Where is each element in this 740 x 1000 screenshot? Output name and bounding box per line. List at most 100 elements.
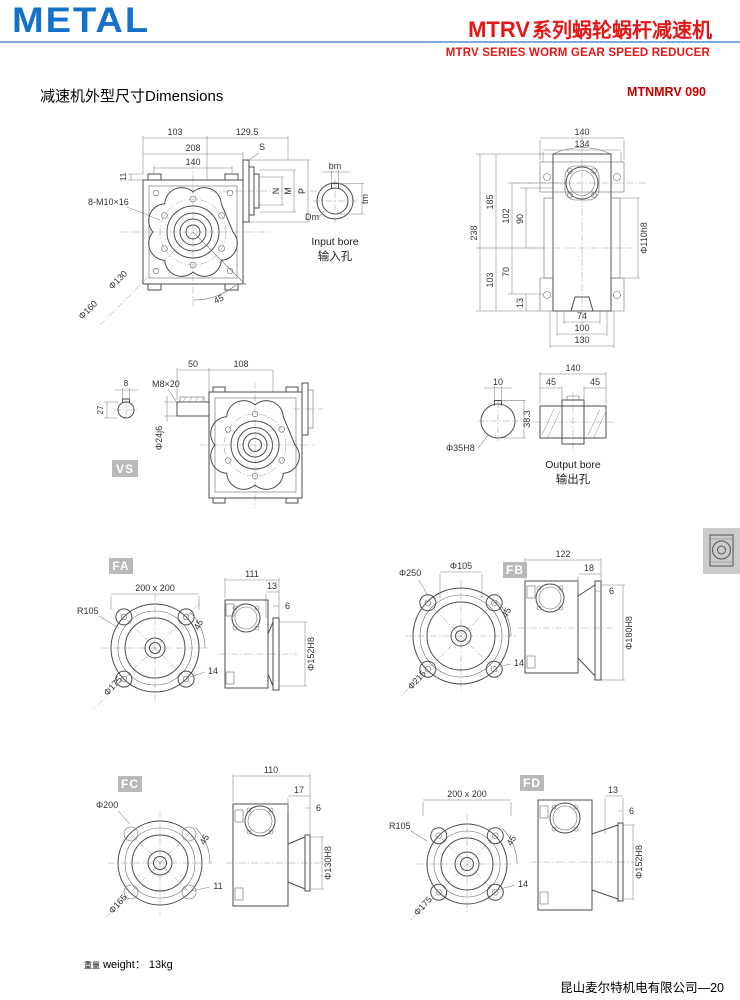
dim-90: 90 <box>515 214 525 224</box>
dim-dia160: Φ160 <box>76 298 99 321</box>
product-thumbnail-drawing <box>709 534 734 567</box>
fd-dim-r105: R105 <box>389 821 411 831</box>
dim-50: 50 <box>188 359 198 369</box>
dim-129-5: 129.5 <box>236 127 259 137</box>
dim-tm: tm <box>360 194 370 204</box>
weight-note: 重量 weight： 13kg <box>84 956 173 972</box>
dim-27: 27 <box>96 405 105 414</box>
dim-dia24: Φ24j6 <box>154 426 164 450</box>
dim-108: 108 <box>233 359 248 369</box>
bolt-spec-label: 8-M10×16 <box>88 197 129 207</box>
fb-flange-drawing: FB Φ250 Φ105 Φ215 45 14 122 18 6 Φ180H8 <box>399 549 634 697</box>
fa-tag: FA <box>112 559 129 573</box>
fa-dim-13: 13 <box>267 581 277 591</box>
fa-flange-drawing: FA 200 x 200 R105 Φ175 45 14 111 13 6 Φ1… <box>77 558 316 711</box>
fd-flange-drawing: FD 200 x 200 R105 Φ175 45 14 13 6 Φ152H8 <box>389 775 644 921</box>
fa-dim-111: 111 <box>245 569 259 579</box>
dim-s: S <box>259 142 265 152</box>
output-bore-caption-en: Output bore <box>545 459 601 471</box>
weight-label-en: weight： <box>103 959 146 971</box>
fb-dim-14: 14 <box>514 658 524 668</box>
output-bore-drawing: 10 Φ35H8 38.3 140 45 45 Output bore 输出孔 <box>446 363 614 486</box>
vs-tag: VS <box>116 462 134 476</box>
fb-dim-122: 122 <box>555 549 570 559</box>
dim-185: 185 <box>485 194 495 209</box>
dim-8: 8 <box>124 379 129 388</box>
dim-dm: Dm <box>305 212 319 222</box>
dim-100: 100 <box>574 323 589 333</box>
fb-dim-6: 6 <box>609 586 614 596</box>
dim-38-3: 38.3 <box>522 410 532 428</box>
dim-10: 10 <box>493 377 503 387</box>
fa-dim-square: 200 x 200 <box>135 583 175 593</box>
dim-208: 208 <box>185 143 200 153</box>
model-number: MTNMRV 090 <box>627 85 706 99</box>
fb-dim-dia215: Φ215 <box>406 668 428 691</box>
dim-140: 140 <box>185 157 200 167</box>
input-bore-caption-en: Input bore <box>311 236 358 248</box>
fd-dim-square: 200 x 200 <box>447 789 487 799</box>
header-divider <box>0 41 740 43</box>
dim-45-right: 45 <box>590 377 600 387</box>
fa-dim-r105: R105 <box>77 606 99 616</box>
fc-dim-110: 110 <box>264 765 278 775</box>
output-bore-caption-cn: 输出孔 <box>556 472 591 486</box>
dim-130: 130 <box>574 335 589 345</box>
input-bore-caption-cn: 输入孔 <box>318 249 353 263</box>
fd-dim-dia175: Φ175 <box>412 894 434 917</box>
dim-dia35: Φ35H8 <box>446 443 475 453</box>
dim-dia110: Φ110h8 <box>639 222 649 254</box>
fc-flange-drawing: FC Φ200 Φ165 45 11 110 17 6 Φ130H8 <box>96 765 333 920</box>
fa-dim-dia152: Φ152H8 <box>306 637 316 671</box>
fc-tag: FC <box>121 777 139 791</box>
dim-103: 103 <box>167 127 182 137</box>
front-view-drawing: 103 129.5 208 140 11 8-M10×16 S N M P Φ1… <box>76 127 370 326</box>
fd-dim-14: 14 <box>518 879 528 889</box>
dim-45-left: 45 <box>546 377 556 387</box>
fa-dim-45: 45 <box>192 618 206 632</box>
product-thumbnail <box>703 528 740 574</box>
dim-238: 238 <box>469 225 479 240</box>
dim-m: M <box>283 187 293 195</box>
fb-dim-dia180: Φ180H8 <box>624 616 634 650</box>
dim-134: 134 <box>574 139 589 149</box>
dim-103: 103 <box>485 272 495 287</box>
fc-dim-11: 11 <box>213 881 222 891</box>
dim-70: 70 <box>501 267 511 277</box>
fc-dim-45: 45 <box>198 833 212 847</box>
dim-74: 74 <box>577 311 587 321</box>
dim-dia130: Φ130 <box>106 268 129 291</box>
dim-140: 140 <box>574 127 589 137</box>
metal-logo: METAL <box>12 1 151 41</box>
fa-dim-14: 14 <box>208 666 218 676</box>
fb-tag: FB <box>506 563 524 577</box>
fc-dim-dia130: Φ130H8 <box>323 846 333 880</box>
fa-dim-6: 6 <box>285 601 290 611</box>
fb-dim-dia105: Φ105 <box>450 561 472 571</box>
fc-dim-6: 6 <box>316 803 321 813</box>
fd-tag: FD <box>523 776 541 790</box>
weight-label-cn: 重量 <box>84 961 100 970</box>
fc-dim-dia165: Φ165 <box>107 892 129 915</box>
vs-view-drawing: VS 8 27 M8×20 50 108 Φ24j6 <box>96 359 323 508</box>
weight-value: 13kg <box>148 959 173 971</box>
company-footer: 昆山麦尔特机电有限公司—20 <box>560 981 724 995</box>
series-brand: MTRV <box>468 17 530 42</box>
fb-dim-dia250: Φ250 <box>399 568 421 578</box>
series-title-cn-text: 系列蜗轮蜗杆减速机 <box>532 20 712 42</box>
dim-p: P <box>297 188 307 194</box>
fc-dim-17: 17 <box>294 785 304 795</box>
dim-140: 140 <box>565 363 580 373</box>
section-title: 减速机外型尺寸Dimensions <box>40 88 224 105</box>
dim-angle45: 45 <box>212 293 225 306</box>
thread-label: M8×20 <box>152 379 180 389</box>
fb-dim-18: 18 <box>584 563 594 573</box>
dim-11: 11 <box>119 172 128 181</box>
dim-13: 13 <box>515 298 525 308</box>
fc-dim-dia200: Φ200 <box>96 800 118 810</box>
dim-n: N <box>271 188 281 195</box>
fd-dim-45: 45 <box>505 834 519 848</box>
fd-dim-13: 13 <box>608 785 618 795</box>
